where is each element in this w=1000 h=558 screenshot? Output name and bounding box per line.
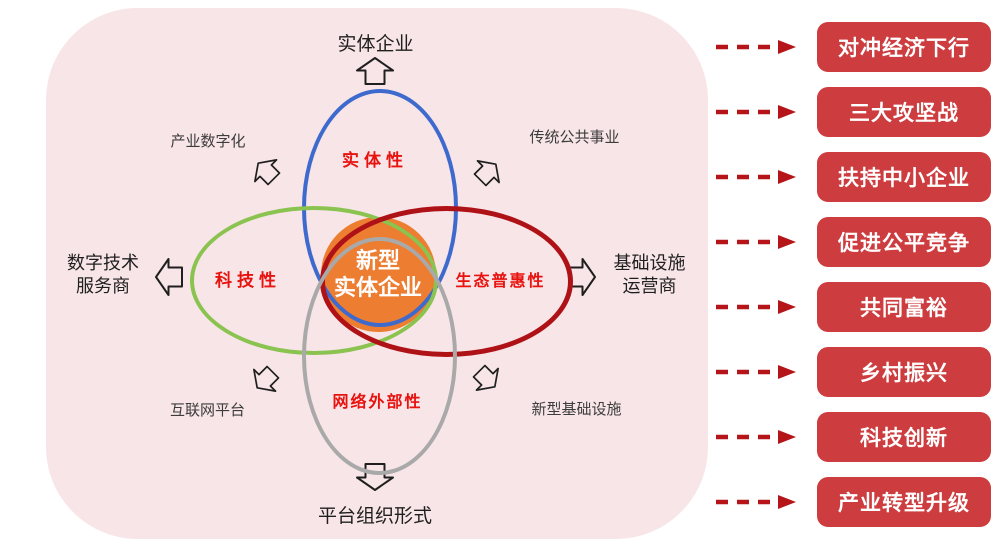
arrow-left-icon xyxy=(155,258,183,296)
arrow-up-left-icon xyxy=(254,159,281,186)
dashed-arrow-icon xyxy=(716,170,796,184)
label-top: 实体企业 xyxy=(337,34,414,55)
trait-label-eco: 生态普惠性 xyxy=(455,273,546,290)
outcome-box: 产业转型升级 xyxy=(817,477,991,527)
center-title-line2: 实体企业 xyxy=(333,275,422,300)
outcome-box: 对冲经济下行 xyxy=(817,22,991,72)
dashed-arrow-icon xyxy=(716,105,796,119)
label-top-left: 产业数字化 xyxy=(170,133,246,150)
trait-label-network: 网络外部性 xyxy=(332,394,423,411)
dashed-arrow-icon xyxy=(716,40,796,54)
label-bottom-right: 新型基础设施 xyxy=(531,401,622,418)
arrow-down-left-icon xyxy=(253,365,280,392)
center-title: 新型 实体企业 xyxy=(313,247,443,301)
center-title-line1: 新型 xyxy=(355,248,400,273)
label-right: 基础设施 运营商 xyxy=(597,252,702,298)
label-bottom-left: 互联网平台 xyxy=(169,402,245,419)
label-left-line2: 服务商 xyxy=(76,276,130,296)
trait-label-entity: 实体性 xyxy=(342,151,408,170)
outcome-box: 扶持中小企业 xyxy=(817,152,991,202)
dashed-arrow-icon xyxy=(716,365,796,379)
dashed-arrow-icon xyxy=(716,300,796,314)
dashed-arrow-icon xyxy=(716,235,796,249)
dashed-arrow-icon xyxy=(716,495,796,509)
arrow-up-right-icon xyxy=(473,160,500,187)
outcome-box: 科技创新 xyxy=(817,412,991,462)
outcome-box: 共同富裕 xyxy=(817,282,991,332)
network-ellipse xyxy=(302,237,457,475)
outcome-box: 乡村振兴 xyxy=(817,347,991,397)
label-right-line1: 基础设施 xyxy=(613,253,686,273)
label-bottom: 平台组织形式 xyxy=(317,506,432,527)
outcome-box: 三大攻坚战 xyxy=(817,87,991,137)
trait-label-tech: 科技性 xyxy=(215,271,281,290)
arrow-down-right-icon xyxy=(472,364,499,391)
arrow-up-icon xyxy=(356,57,394,85)
label-top-right: 传统公共事业 xyxy=(529,129,620,146)
label-left-line1: 数字技术 xyxy=(67,253,139,273)
dashed-arrow-icon xyxy=(716,430,796,444)
label-right-line2: 运营商 xyxy=(622,276,677,296)
outcome-box: 促进公平竞争 xyxy=(817,217,991,267)
label-left: 数字技术 服务商 xyxy=(38,252,168,298)
